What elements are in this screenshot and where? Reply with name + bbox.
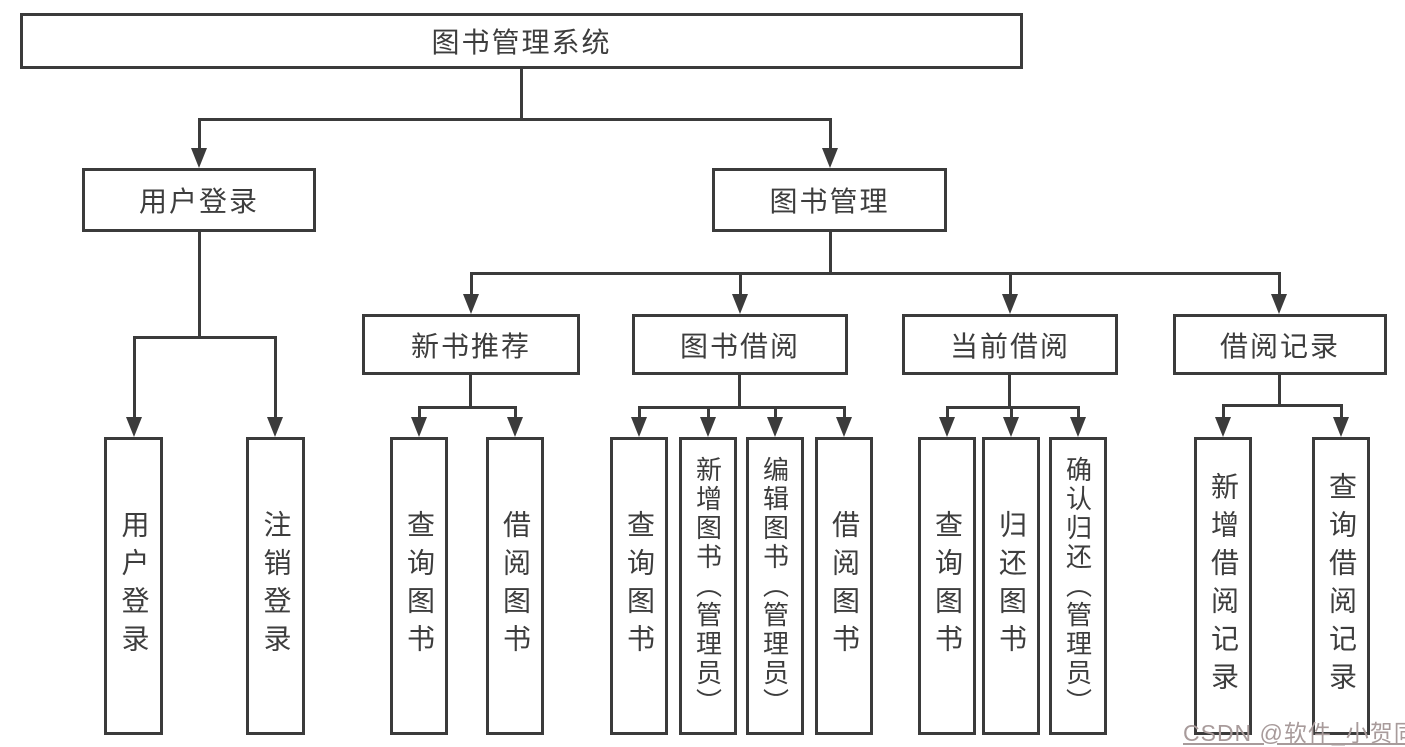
arrowhead-icon (836, 417, 852, 437)
leaf-label: 借阅图书 (829, 510, 860, 662)
arrowhead-icon (767, 417, 783, 437)
connector-line (514, 406, 517, 417)
arrowhead-icon (1215, 417, 1231, 437)
leaf-label: 归还图书 (996, 510, 1027, 662)
connector-line (739, 272, 742, 296)
connector-line (829, 118, 832, 150)
leaf-label: 查询图书 (404, 510, 435, 662)
connector-line (1340, 404, 1343, 417)
arrowhead-icon (700, 417, 716, 437)
leaf-label: 确认归还（管理员） (1062, 455, 1093, 717)
leaf-query-books: 查询图书 (610, 437, 668, 735)
leaf-label: 新增借阅记录 (1208, 472, 1239, 700)
connector-line (707, 406, 710, 417)
connector-line (946, 406, 1080, 409)
arrowhead-icon (1002, 294, 1018, 314)
arrowhead-icon (411, 417, 427, 437)
connector-line (1222, 404, 1225, 417)
node-label: 图书管理系统 (431, 27, 612, 58)
node-label: 借阅记录 (1219, 330, 1340, 362)
arrowhead-icon (191, 148, 207, 168)
node-label: 图书管理 (769, 186, 890, 217)
connector-line (133, 336, 136, 417)
connector-line (843, 406, 846, 417)
connector-line (946, 406, 949, 417)
arrowhead-icon (507, 417, 523, 437)
arrowhead-icon (1003, 417, 1019, 437)
leaf-label: 借阅图书 (500, 510, 531, 662)
connector-line (738, 375, 741, 406)
leaf-return-books: 归还图书 (982, 437, 1040, 735)
connector-line (1009, 272, 1012, 296)
leaf-query-borrow-record: 查询借阅记录 (1312, 437, 1370, 735)
arrowhead-icon (126, 417, 142, 437)
leaf-borrow-books: 借阅图书 (486, 437, 544, 735)
node-label: 图书借阅 (679, 330, 800, 362)
leaf-add-borrow-record: 新增借阅记录 (1194, 437, 1252, 735)
arrowhead-icon (267, 417, 283, 437)
node-library-system: 图书管理系统 (20, 13, 1023, 69)
connector-line (470, 272, 473, 296)
connector-line (1077, 406, 1080, 417)
leaf-label: 查询图书 (932, 510, 963, 662)
connector-line (469, 375, 472, 406)
connector-line (133, 336, 277, 339)
leaf-label: 用户登录 (118, 510, 150, 662)
node-book-borrowing: 图书借阅 (632, 314, 848, 375)
node-borrow-records: 借阅记录 (1173, 314, 1387, 375)
arrowhead-icon (463, 294, 479, 314)
node-new-book-recommend: 新书推荐 (362, 314, 580, 375)
connector-line (198, 118, 201, 150)
node-book-management: 图书管理 (712, 168, 947, 232)
arrowhead-icon (1333, 417, 1349, 437)
connector-line (198, 232, 201, 336)
csdn-watermark: CSDN @软件_小贺同学 (1183, 720, 1405, 746)
leaf-add-books-admin: 新增图书（管理员） (679, 437, 737, 735)
leaf-label: 注销登录 (260, 510, 292, 662)
arrowhead-icon (1070, 417, 1086, 437)
leaf-edit-books-admin: 编辑图书（管理员） (746, 437, 804, 735)
arrowhead-icon (1271, 294, 1287, 314)
leaf-user-login: 用户登录 (104, 437, 163, 735)
connector-line (470, 272, 1281, 275)
leaf-label: 查询借阅记录 (1326, 472, 1357, 700)
leaf-query-books: 查询图书 (918, 437, 976, 735)
connector-line (1278, 375, 1281, 404)
leaf-label: 编辑图书（管理员） (759, 455, 790, 717)
arrowhead-icon (732, 294, 748, 314)
connector-line (829, 232, 832, 272)
connector-line (774, 406, 777, 417)
leaf-label: 查询图书 (624, 510, 655, 662)
connector-line (418, 406, 421, 417)
connector-line (638, 406, 845, 409)
node-user-login: 用户登录 (82, 168, 316, 232)
arrowhead-icon (939, 417, 955, 437)
node-label: 新书推荐 (410, 330, 531, 362)
connector-line (274, 336, 277, 417)
connector-line (520, 69, 523, 118)
connector-line (418, 406, 517, 409)
node-current-borrowing: 当前借阅 (902, 314, 1118, 375)
leaf-confirm-return-admin: 确认归还（管理员） (1049, 437, 1107, 735)
node-label: 用户登录 (138, 186, 259, 217)
leaf-query-books: 查询图书 (390, 437, 448, 735)
connector-line (198, 118, 832, 121)
leaf-label: 新增图书（管理员） (692, 455, 723, 717)
arrowhead-icon (822, 148, 838, 168)
leaf-borrow-books: 借阅图书 (815, 437, 873, 735)
leaf-logout: 注销登录 (246, 437, 305, 735)
arrowhead-icon (631, 417, 647, 437)
connector-line (1222, 404, 1342, 407)
connector-line (1008, 375, 1011, 406)
connector-line (1010, 406, 1013, 417)
node-label: 当前借阅 (949, 330, 1070, 362)
connector-line (638, 406, 641, 417)
connector-line (1278, 272, 1281, 296)
